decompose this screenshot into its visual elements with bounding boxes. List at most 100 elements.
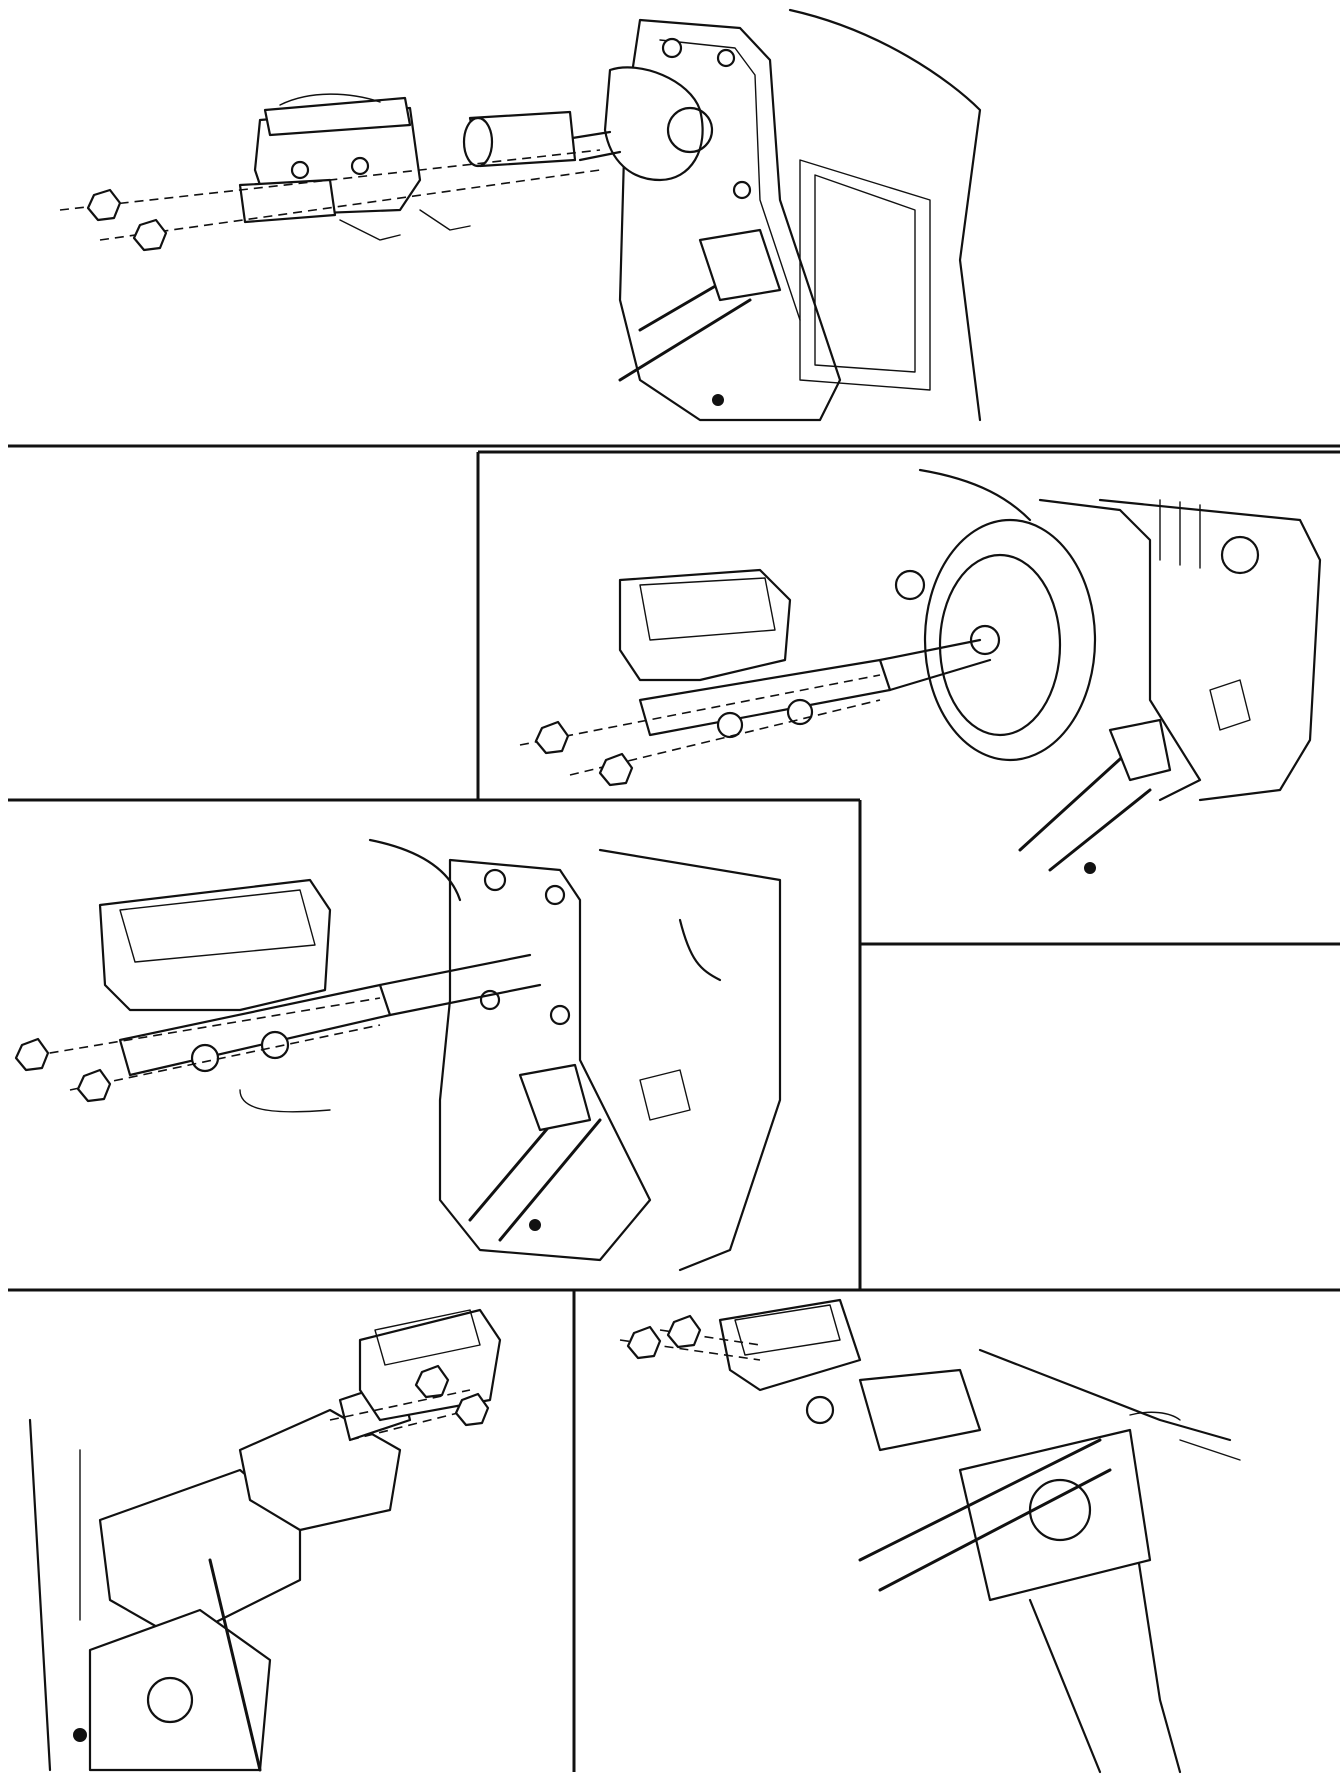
cowl-arc-3 [678,918,722,982]
cover-bail [279,93,381,106]
vacuum-check-valve [894,569,926,601]
lower-bolt [712,394,724,406]
nut-7 [414,1364,450,1399]
column-clamp-3 [518,1063,592,1132]
port-1 [290,160,310,180]
mount-hole-1 [661,37,683,59]
nut-1 [86,188,122,222]
lower-bolt-3 [529,1219,541,1231]
reservoir-lid-3 [119,889,316,963]
mc2-port-2 [786,698,814,726]
nut-4 [598,752,634,787]
hood-edge-3 [368,838,462,902]
brake-pedal-arm-lower [878,1468,1112,1592]
mount-hole-2 [716,48,736,68]
pedal-lever [1028,1598,1102,1774]
support-bolt [73,1728,87,1742]
firewall-vent-inner [814,174,916,373]
support-hole [146,1676,194,1724]
firewall-plate [618,18,842,422]
nut-8 [454,1392,490,1427]
stud-2b [888,658,992,692]
alignment-line-7 [329,1389,471,1421]
mc3-port-1 [190,1043,220,1073]
nut-9 [626,1325,662,1360]
mount-hole-3a [483,868,507,892]
alignment-line-2 [99,169,601,241]
column-2-top [1018,748,1132,852]
booster-adapter-5 [858,1368,982,1452]
panel-1-master-cylinder-firewall [59,8,982,422]
alignment-line-6 [69,1024,381,1091]
booster-shell [923,518,1097,762]
column-3-bottom [498,1118,602,1242]
booster-face [938,553,1062,737]
firewall-vent-3 [639,1069,691,1121]
alignment-line-5 [19,997,381,1059]
stud-3b [388,983,542,1017]
master-cylinder-cover [263,96,412,137]
booster-center [969,624,1001,656]
mc2-port-1 [716,711,744,739]
firewall-vent-2 [1209,679,1251,731]
panel-dividers [8,444,1340,1772]
firewall-inner-edge [659,39,801,321]
cowl-hole [1220,535,1260,575]
dash-panel-edge [978,1348,1232,1442]
alignment-line-3 [519,674,881,746]
firewall-plate-2 [1038,498,1202,802]
firewall-plate-3 [438,858,652,1262]
brake-line-3 [239,1089,331,1113]
panel-4-pedal-bracket [28,1308,502,1772]
dash-label-curl [1129,1411,1181,1421]
brake-pedal-arm [858,1438,1102,1562]
panel-3-direct-mount [14,838,782,1272]
pedal-support-lower [88,1608,272,1772]
reservoir-lid-5 [734,1304,841,1356]
column-clamp-2 [1108,718,1172,782]
pedal-support-upper [98,1468,302,1642]
brake-line-2 [419,209,471,231]
reservoir-lid-4 [374,1309,481,1366]
mount-plate-boss [1028,1478,1092,1542]
panel-2-vacuum-booster [519,468,1322,874]
mount-hole-4 [732,180,752,200]
steering-column-bottom [618,298,752,382]
nut-3 [534,720,570,755]
port-2 [350,156,370,176]
pedal-arm [208,1558,262,1772]
master-cylinder-3-reservoir [98,878,332,1012]
nut-10 [666,1314,702,1349]
column-clamp [698,228,782,302]
body-panel-curve [788,8,982,422]
panel-5-underdash-view [619,1298,1241,1774]
mc3-port-2 [260,1030,290,1060]
master-cylinder-bore [238,178,337,224]
stud-lower [578,150,622,162]
cowl-panel-3 [598,848,782,1272]
lower-bolt-2 [1084,862,1096,874]
firewall-vent [799,159,931,391]
alignment-line-8 [349,1409,471,1441]
cowl-panel [1098,498,1322,802]
mount-hole-3b [544,884,566,906]
pedal-mount-plate [958,1428,1152,1602]
kick-panel-edge [28,1418,52,1772]
master-cylinder-4 [358,1308,502,1422]
mc5-port [805,1395,835,1425]
booster-boss [666,106,714,154]
reservoir-lid-2 [639,577,776,641]
nut-5 [14,1037,50,1072]
nut-6 [76,1068,112,1103]
pushrod-end [462,116,494,168]
booster-adapter-4 [238,1408,402,1532]
booster-body [603,66,704,182]
mount-hole-3d [549,1004,571,1026]
column-2-bottom [1048,788,1152,872]
stud-3a [378,953,532,987]
stud-2a [878,638,982,662]
nut-2 [132,218,168,252]
master-cylinder-5 [718,1298,862,1392]
hood-edge [918,468,1032,522]
